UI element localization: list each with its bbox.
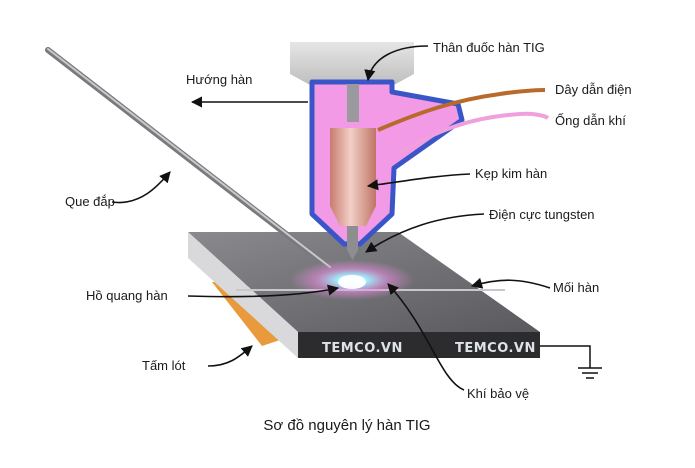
- leader-collet: [366, 173, 471, 191]
- torch-head: [290, 42, 414, 86]
- label-power-cable: Dây dẫn điện: [555, 82, 632, 97]
- collet: [330, 128, 376, 226]
- leader-weld-seam: [470, 277, 551, 289]
- watermark: TEMCO.VN: [322, 341, 403, 356]
- label-collet: Kẹp kim hàn: [475, 166, 547, 181]
- arc-core: [338, 275, 366, 289]
- leader-backing-plate: [207, 345, 253, 367]
- label-backing-plate: Tấm lót: [142, 358, 186, 373]
- leader-shielding-gas: [387, 283, 465, 391]
- gas-hose: [399, 111, 550, 154]
- filler-rod: [45, 47, 333, 271]
- label-filler-rod: Que đắp: [65, 194, 115, 209]
- ground-icon: [540, 345, 602, 379]
- tig-torch: [290, 42, 465, 260]
- label-arc: Hồ quang hàn: [86, 288, 168, 303]
- label-tungsten-electrode: Điện cực tungsten: [489, 207, 595, 222]
- watermark: TEMCO.VN: [455, 341, 536, 356]
- label-torch-body: Thân đuốc hàn TIG: [433, 40, 545, 55]
- label-weld-seam: Mối hàn: [553, 280, 599, 295]
- electrode-top: [347, 84, 359, 122]
- tungsten-electrode: [347, 226, 358, 250]
- diagram-caption: Sơ đồ nguyên lý hàn TIG: [263, 417, 430, 434]
- leader-electrode: [365, 213, 485, 253]
- leader-filler-rod: [111, 171, 171, 204]
- leader-arc: [187, 284, 340, 298]
- power-cable: [377, 88, 546, 132]
- label-shielding-gas: Khí bảo vệ: [467, 386, 529, 401]
- label-welding-direction: Hướng hàn: [186, 72, 252, 87]
- leader-torch-body: [364, 45, 429, 82]
- label-gas-hose: Ống dẫn khí: [555, 113, 626, 128]
